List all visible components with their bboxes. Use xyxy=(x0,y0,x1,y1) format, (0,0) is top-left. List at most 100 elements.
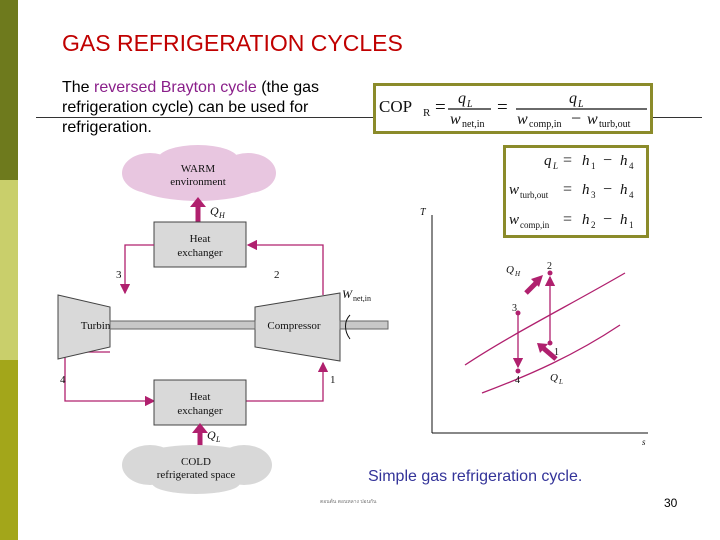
sidebar-band-middle xyxy=(0,180,18,360)
f2-num: q xyxy=(569,90,577,107)
ql-eq: = xyxy=(563,152,572,169)
warm-label: WARM xyxy=(181,163,215,175)
turbine xyxy=(57,294,111,360)
wturb-h-a: h xyxy=(582,182,590,198)
wturb-h-a-sub: 3 xyxy=(591,190,596,200)
sidebar-band-bottom xyxy=(0,360,18,540)
wturb-lhs: w xyxy=(509,182,519,198)
equals-sign-1: = xyxy=(435,97,446,118)
shaft xyxy=(109,320,256,330)
title-rule xyxy=(36,117,702,118)
wcomp-minus: − xyxy=(603,211,612,228)
ql-h-b: h xyxy=(620,153,628,169)
wturb-minus: − xyxy=(603,181,612,198)
ts-state-4-label: 4 xyxy=(515,375,520,386)
ts-diagram: T s 2 3 1 4 Q H Q L xyxy=(420,207,648,447)
f2-den-b: w xyxy=(587,111,598,128)
bottom-heat-exchanger xyxy=(153,379,247,426)
ts-ql-arrowhead xyxy=(537,343,548,353)
state-3-label: 3 xyxy=(116,269,122,281)
wnet-sub: net,in xyxy=(353,294,371,303)
intro-pre: The xyxy=(62,79,95,96)
wcomp-h-b-sub: 1 xyxy=(629,220,634,230)
ts-state-1-point xyxy=(547,340,553,346)
ts-ql-label: Q xyxy=(550,372,558,384)
f1-num-sub: L xyxy=(466,99,473,110)
bottom-hx-label1: Heat xyxy=(190,391,211,403)
f1-den-sub: net,in xyxy=(462,119,485,130)
low-pressure-line xyxy=(481,324,621,394)
warm-sublabel: environment xyxy=(170,176,226,188)
qh-label: Q xyxy=(210,204,219,218)
cold-label: COLD xyxy=(181,456,211,468)
ts-ql-sub: L xyxy=(558,378,563,386)
wturb-eq: = xyxy=(563,181,572,198)
wcomp-eq: = xyxy=(563,211,572,228)
f2-den-a: w xyxy=(517,111,528,128)
bottom-hx-label2: exchanger xyxy=(177,405,223,417)
credit-text: ตอนต้น ตอนหลาง ปอนกัน xyxy=(320,499,377,505)
warm-environment-cloud: WARM environment xyxy=(122,145,276,201)
wcomp-h-b: h xyxy=(620,212,628,228)
ql-arrowhead xyxy=(192,423,208,433)
f1-num: q xyxy=(458,90,466,107)
shaft-extension xyxy=(339,320,389,330)
enthalpy-equations-box: q L = h 1 − h 4 w turb,out = h 3 − h 4 w… xyxy=(503,145,649,238)
wcomp-lhs-sub: comp,in xyxy=(520,220,550,230)
f2-num-sub: L xyxy=(577,99,584,110)
ts-qh-sub: H xyxy=(514,270,521,278)
ts-state-4-point xyxy=(515,368,521,374)
line-2-to-hx xyxy=(246,239,324,295)
sidebar-decoration xyxy=(0,0,18,540)
ql-h-b-sub: 4 xyxy=(629,161,634,171)
ql-h-a: h xyxy=(582,153,590,169)
wturb-h-b-sub: 4 xyxy=(629,190,634,200)
top-heat-exchanger xyxy=(153,221,247,268)
wcomp-lhs: w xyxy=(509,212,519,228)
slide-title: GAS REFRIGERATION CYCLES xyxy=(62,30,403,56)
state-1-label: 1 xyxy=(330,374,336,386)
wturb-h-b: h xyxy=(620,182,628,198)
compressor xyxy=(254,292,341,362)
ql-h-a-sub: 1 xyxy=(591,161,596,171)
ql-lhs-sub: L xyxy=(552,161,558,171)
sidebar-band-top xyxy=(0,0,18,180)
wnet-label: W xyxy=(342,287,353,301)
intro-text: The reversed Brayton cycle (the gas refr… xyxy=(62,78,362,138)
state-4-label: 4 xyxy=(60,374,66,386)
cold-sublabel: refrigerated space xyxy=(157,469,236,481)
cop-equation: COP R = q L w net,in = q L w comp,in − w… xyxy=(379,90,647,130)
ts-state-2-label: 2 xyxy=(547,261,552,272)
line-4-to-hx xyxy=(64,351,156,407)
f1-den: w xyxy=(450,111,461,128)
ts-qh-label: Q xyxy=(506,264,514,276)
ql-lhs: q xyxy=(544,153,552,169)
compressor-label: Compressor xyxy=(267,320,321,332)
wcomp-h-a: h xyxy=(582,212,590,228)
intro-highlight: reversed Brayton cycle xyxy=(94,79,257,96)
qh-arrowhead xyxy=(190,197,206,207)
cop-lhs-sub: R xyxy=(423,107,431,119)
wcomp-h-a-sub: 2 xyxy=(591,220,596,230)
minus-sign: − xyxy=(571,108,581,128)
ts-state-3-point xyxy=(515,310,521,316)
ql-sub: L xyxy=(215,435,221,444)
cop-lhs: COP xyxy=(379,97,412,116)
top-hx-label2: exchanger xyxy=(177,247,223,259)
f2-den-a-sub: comp,in xyxy=(529,119,562,130)
enthalpy-equations: q L = h 1 − h 4 w turb,out = h 3 − h 4 w… xyxy=(509,152,634,230)
cop-equation-box: COP R = q L w net,in = q L w comp,in − w… xyxy=(373,83,653,134)
ql-minus: − xyxy=(603,152,612,169)
t-axis-label: T xyxy=(420,207,427,218)
ts-state-2-point xyxy=(547,270,553,276)
cycle-diagram: WARM environment Q H Heat exchanger 3 2 … xyxy=(57,145,648,494)
rotation-icon xyxy=(345,314,351,340)
ts-ql-arrow xyxy=(540,345,558,361)
f2-den-b-sub: turb,out xyxy=(599,119,631,130)
line-hx-to-1 xyxy=(246,361,329,402)
state-2-label: 2 xyxy=(274,269,280,281)
high-pressure-line xyxy=(464,272,626,366)
ts-state-3-label: 3 xyxy=(512,303,517,314)
top-hx-label1: Heat xyxy=(190,233,211,245)
turbine-label: Turbine xyxy=(81,320,116,332)
